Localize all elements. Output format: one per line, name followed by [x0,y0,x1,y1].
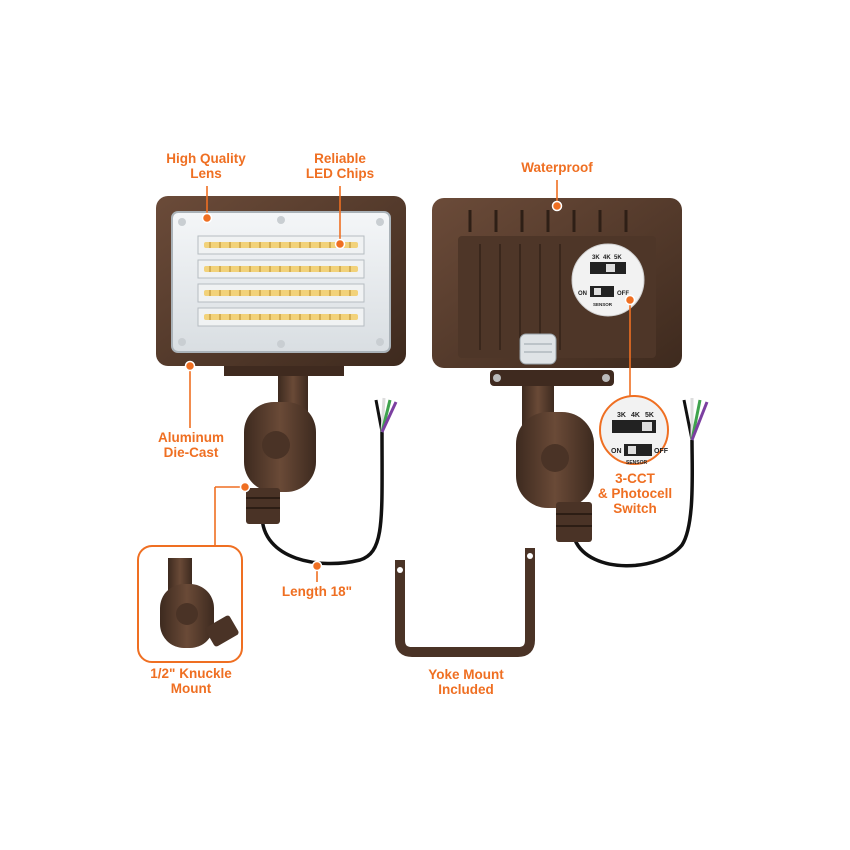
mini-sensor-label: SENSOR [593,302,613,307]
front-threaded-nipple [246,488,280,524]
cct-3k-label: 3K [617,412,626,419]
sensor-label: SENSOR [626,460,648,466]
callout-high-quality-lens: High Quality Lens [166,151,246,181]
mini-on-label: ON [578,291,587,297]
yoke-mount [395,548,535,657]
off-label: OFF [654,448,669,455]
callout-dot-icon [184,360,196,372]
callout-knuckle-mount: 1/2" Knuckle Mount [150,666,232,696]
callout-cct-switch: 3-CCT & Photocell Switch [597,471,673,516]
callout-dot-icon [311,560,323,572]
callout-waterproof: Waterproof [521,160,593,175]
callout-length: Length 18" [281,584,353,599]
callout-dot-icon [551,200,563,212]
mini-cct-3k: 3K [592,255,600,261]
back-wire-leads [682,398,709,441]
front-fixture [156,196,406,566]
callout-aluminum-die-cast: Aluminum Die-Cast [158,430,224,460]
callout-dot-icon [624,294,636,306]
mini-cct-4k: 4K [603,255,611,261]
callout-dot-icon [334,238,346,250]
mini-cct-5k: 5K [614,255,622,261]
front-wire-leads [374,397,398,433]
callout-dot-icon [201,212,213,224]
front-cable [260,429,384,566]
front-lens [171,211,391,353]
mini-off-label: OFF [617,291,629,297]
on-label: ON [611,448,622,455]
callout-dot-icon [239,481,251,493]
callout-reliable-led-chips: Reliable LED Chips [305,151,375,181]
back-cable [573,439,695,568]
cable-gland [519,333,557,365]
cct-5k-label: 5K [645,412,654,419]
callout-dots [184,200,636,572]
led-chip-rows [197,235,365,327]
cct-4k-label: 4K [631,412,640,419]
switch-panel-zoom: 3K 4K 5K ON OFF SENSOR [599,395,669,466]
callout-yoke-mount: Yoke Mount Included [428,667,504,697]
knuckle-inset [137,545,243,663]
